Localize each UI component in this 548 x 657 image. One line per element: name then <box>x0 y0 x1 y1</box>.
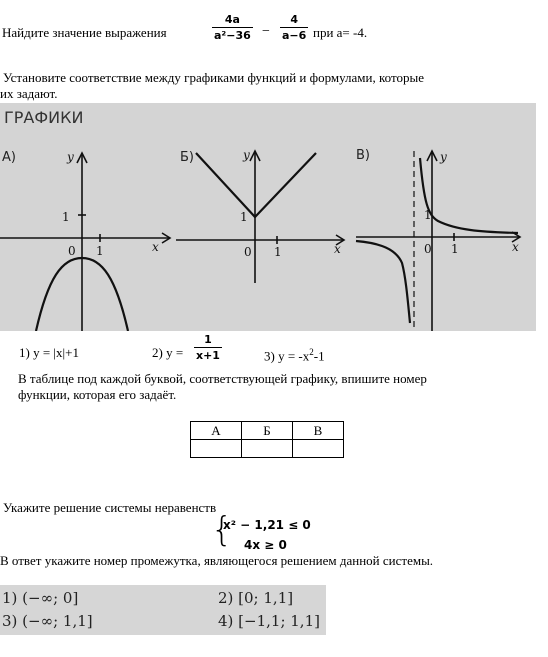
fraction-1: 4a a²−36 <box>212 13 253 42</box>
inequality-1: x² − 1,21 ≤ 0 <box>223 518 311 532</box>
fraction-1-denominator: a²−36 <box>214 29 251 42</box>
fraction-2-denominator: a−6 <box>282 29 307 42</box>
system-brace: { <box>211 510 233 550</box>
formula-2-numerator: 1 <box>204 333 212 346</box>
svg-text:1: 1 <box>274 245 282 259</box>
fraction-2-numerator: 4 <box>290 13 298 26</box>
svg-text:1: 1 <box>451 242 459 256</box>
svg-text:y: y <box>439 150 447 164</box>
svg-text:1: 1 <box>62 210 70 224</box>
svg-text:0: 0 <box>424 242 432 256</box>
formula-3: 3) y = -x2-1 <box>264 347 325 364</box>
answer-table-header-row: А Б В <box>190 421 344 440</box>
graph-b-x-arrow <box>335 234 346 246</box>
svg-text:x: x <box>334 242 341 256</box>
graph-a <box>0 151 172 332</box>
graph-c-branch-left <box>355 239 412 324</box>
graphs-svg: ГРАФИКИ А) Б) В) y 1 0 1 x y 1 0 <box>0 108 522 332</box>
instruction-line2: функции, которая его задаёт. <box>18 387 177 402</box>
graph-label-a: А) <box>2 150 16 165</box>
graph-label-b: Б) <box>180 150 194 165</box>
graphs-header: ГРАФИКИ <box>4 108 83 127</box>
svg-text:1: 1 <box>96 244 104 258</box>
inequality-2: 4x ≥ 0 <box>244 538 287 552</box>
task1-prefix: Найдите значение выражения <box>2 25 167 40</box>
svg-text:x: x <box>512 240 519 254</box>
svg-text:1: 1 <box>240 210 248 224</box>
graph-a-x-arrow <box>161 232 172 244</box>
graphs-panel: ГРАФИКИ А) Б) В) y 1 0 1 x y 1 0 <box>0 103 536 332</box>
svg-text:x: x <box>152 240 159 254</box>
fraction-2: 4 a−6 <box>280 13 309 42</box>
svg-text:y: y <box>242 148 250 162</box>
answer-table-input-row <box>190 439 344 458</box>
answer-header-c: В <box>292 421 344 440</box>
task2-line1: Установите соответствие между графиками … <box>3 70 424 85</box>
graph-b-y-arrow <box>249 149 261 162</box>
option-3: 3) (−∞; 1,1] <box>2 612 93 630</box>
svg-text:y: y <box>66 150 74 164</box>
graph-c-branch-right <box>418 157 519 235</box>
svg-text:1: 1 <box>424 208 432 222</box>
graph-c <box>355 149 522 331</box>
options-panel: 1) (−∞; 0] 2) [0; 1,1] 3) (−∞; 1,1] 4) [… <box>0 585 326 635</box>
task2-line2: их задают. <box>0 86 58 101</box>
option-2: 2) [0; 1,1] <box>218 589 294 607</box>
task3-answer-prompt: В ответ укажите номер промежутка, являющ… <box>0 553 434 568</box>
formula-2-prefix: 2) y = <box>152 345 184 360</box>
answer-cell-c[interactable] <box>292 439 344 458</box>
answer-table: А Б В <box>190 421 344 458</box>
option-4: 4) [−1,1; 1,1] <box>218 612 320 630</box>
answer-header-b: Б <box>241 421 293 440</box>
graph-a-parabola <box>34 256 130 332</box>
svg-text:0: 0 <box>68 244 76 258</box>
formula-2-denominator: x+1 <box>196 349 220 362</box>
graph-label-c: В) <box>356 148 370 163</box>
formula-1: 1) y = |x|+1 <box>19 345 79 360</box>
answer-cell-b[interactable] <box>241 439 293 458</box>
task1-suffix: при a= -4. <box>313 25 368 40</box>
fraction-1-numerator: 4a <box>224 13 240 26</box>
answer-cell-a[interactable] <box>190 439 242 458</box>
task3-prompt: Укажите решение системы неравенств <box>3 500 217 515</box>
answer-header-a: А <box>190 421 242 440</box>
instruction-line1: В таблице под каждой буквой, соответству… <box>18 371 427 386</box>
graph-a-y-arrow <box>76 151 88 164</box>
graph-b-abs <box>195 152 317 219</box>
graph-c-y-arrow <box>426 149 438 162</box>
option-1: 1) (−∞; 0] <box>2 589 79 607</box>
graph-b <box>176 149 346 283</box>
formula-2-fraction: 1 x+1 <box>194 333 222 362</box>
svg-text:0: 0 <box>244 245 252 259</box>
minus-sign: − <box>262 24 270 39</box>
